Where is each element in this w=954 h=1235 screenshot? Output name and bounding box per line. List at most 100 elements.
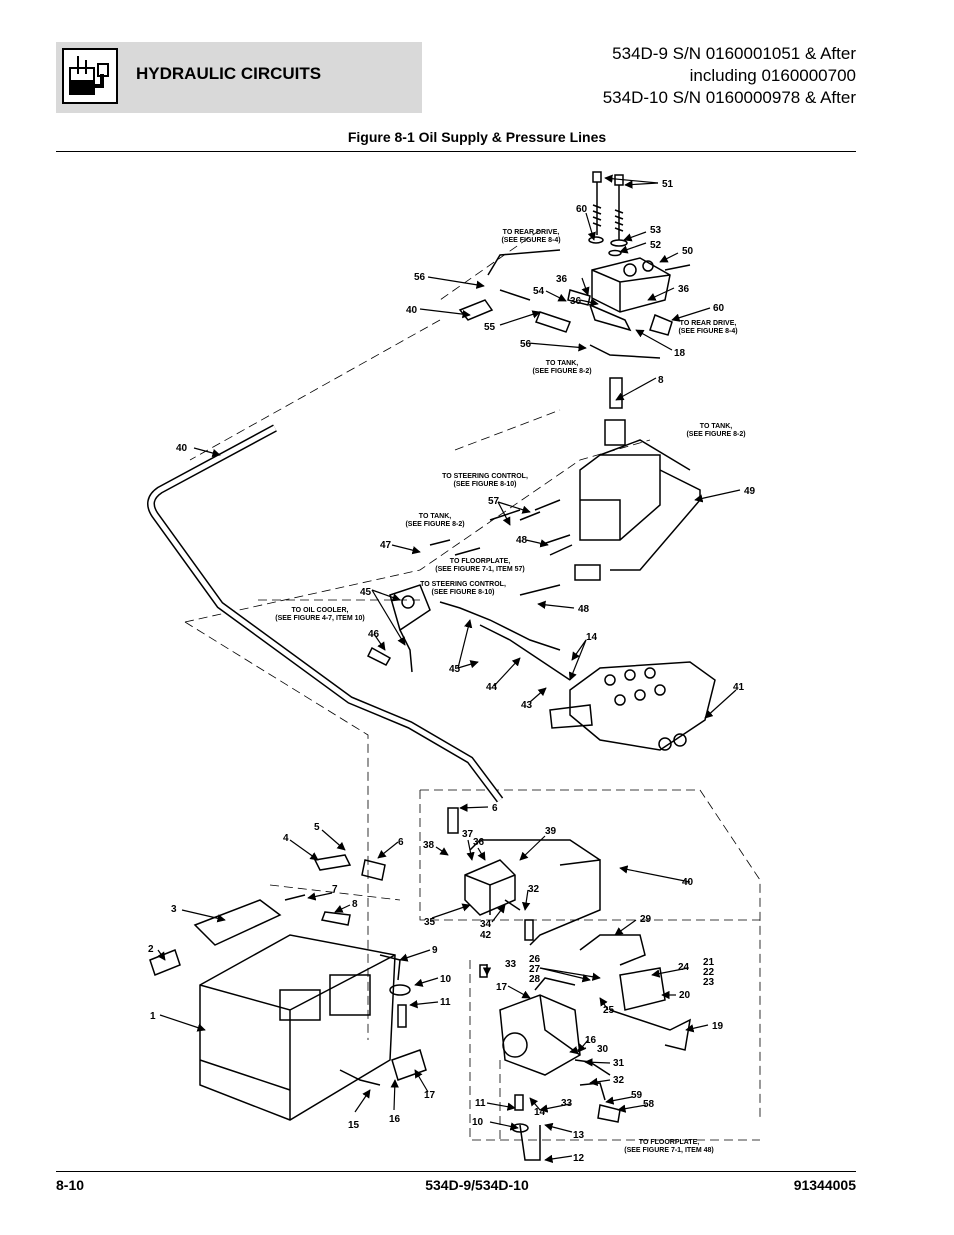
callout-number: 27 bbox=[529, 964, 541, 975]
page-number: 8-10 bbox=[56, 1177, 85, 1193]
callout-number: 32 bbox=[613, 1075, 625, 1086]
callout-number: 7 bbox=[332, 884, 338, 895]
note-floorplate: TO FLOORPLATE, bbox=[639, 1139, 699, 1146]
callout-number: 37 bbox=[462, 829, 474, 840]
callout-number: 34 bbox=[480, 919, 492, 930]
hydraulic-tank-assembly bbox=[149, 854, 427, 1121]
callout-number: 48 bbox=[578, 604, 590, 615]
callout-number: 39 bbox=[545, 826, 557, 837]
callout-number: 2 bbox=[148, 944, 154, 955]
lower-valve-assembly bbox=[447, 807, 601, 946]
note-rear-drive: (SEE FIGURE 8-4) bbox=[678, 328, 737, 335]
figure-title: Figure 8-1 Oil Supply & Pressure Lines bbox=[347, 129, 607, 145]
note-floorplate: (SEE FIGURE 7-1, ITEM 48) bbox=[624, 1147, 713, 1154]
callout-number: 17 bbox=[424, 1090, 436, 1101]
callout-number: 14 bbox=[534, 1107, 546, 1118]
callout-number: 8 bbox=[658, 375, 664, 386]
note-oil-cooler: TO OIL COOLER, bbox=[292, 607, 349, 614]
callout-number: 1 bbox=[150, 1011, 156, 1022]
callout-number: 36 bbox=[678, 284, 690, 295]
callout-number: 32 bbox=[528, 884, 540, 895]
callout-number: 56 bbox=[520, 339, 532, 350]
serial-line: including 0160000700 bbox=[689, 66, 856, 85]
callout-numbers: 51 60 53 52 50 56 36 54 36 36 40 55 60 5… bbox=[148, 179, 756, 1164]
callout-number: 53 bbox=[650, 225, 662, 236]
callout-number: 18 bbox=[674, 348, 686, 359]
control-valve-assembly bbox=[549, 661, 716, 751]
header-divider bbox=[56, 151, 856, 152]
callout-number: 6 bbox=[398, 837, 404, 848]
callout-number: 17 bbox=[496, 982, 508, 993]
note-rear-drive: TO REAR DRIVE, bbox=[503, 229, 560, 236]
callout-leaders bbox=[157, 174, 741, 1164]
footer-divider bbox=[56, 1171, 856, 1172]
callout-number: 42 bbox=[480, 930, 492, 941]
callout-number: 24 bbox=[678, 962, 690, 973]
hydraulic-circuit-icon bbox=[62, 48, 118, 104]
callout-number: 23 bbox=[703, 977, 715, 988]
serial-line: 534D-9 S/N 0160001051 & After bbox=[612, 44, 856, 63]
callout-number: 40 bbox=[176, 443, 188, 454]
callout-number: 3 bbox=[171, 904, 177, 915]
callout-number: 25 bbox=[603, 1005, 615, 1016]
model-number: 534D-9/534D-10 bbox=[425, 1177, 529, 1193]
callout-number: 6 bbox=[492, 803, 498, 814]
note-steering-control: (SEE FIGURE 8-10) bbox=[431, 589, 494, 596]
note-floorplate: (SEE FIGURE 7-1, ITEM 57) bbox=[435, 566, 524, 573]
section-header: HYDRAULIC CIRCUITS bbox=[56, 42, 422, 113]
top-valve-assembly bbox=[458, 171, 691, 359]
callout-number: 31 bbox=[613, 1058, 625, 1069]
callout-number: 60 bbox=[713, 303, 725, 314]
callout-number: 15 bbox=[348, 1120, 360, 1131]
callout-number: 45 bbox=[360, 587, 372, 598]
note-tank: (SEE FIGURE 8-2) bbox=[405, 521, 464, 528]
callout-number: 45 bbox=[449, 664, 461, 675]
callout-number: 41 bbox=[733, 682, 745, 693]
note-tank: TO TANK, bbox=[419, 513, 451, 520]
callout-number: 36 bbox=[473, 837, 485, 848]
callout-number: 29 bbox=[640, 914, 652, 925]
callout-number: 19 bbox=[712, 1021, 724, 1032]
routing-notes: TO REAR DRIVE, (SEE FIGURE 8-4) TO REAR … bbox=[275, 229, 745, 1154]
callout-number: 14 bbox=[586, 632, 598, 643]
callout-number: 52 bbox=[650, 240, 662, 251]
callout-number: 12 bbox=[573, 1153, 585, 1164]
callout-number: 51 bbox=[662, 179, 674, 190]
callout-number: 56 bbox=[414, 272, 426, 283]
callout-number: 10 bbox=[440, 974, 452, 985]
note-floorplate: TO FLOORPLATE, bbox=[450, 558, 510, 565]
callout-number: 48 bbox=[516, 535, 528, 546]
serial-line: 534D-10 S/N 0160000978 & After bbox=[602, 88, 856, 107]
callout-number: 36 bbox=[556, 274, 568, 285]
callout-number: 40 bbox=[406, 305, 418, 316]
note-tank: (SEE FIGURE 8-2) bbox=[532, 368, 591, 375]
note-steering-control: TO STEERING CONTROL, bbox=[442, 473, 528, 480]
callout-number: 50 bbox=[682, 246, 694, 257]
callout-number: 30 bbox=[597, 1044, 609, 1055]
callout-number: 28 bbox=[529, 974, 541, 985]
callout-number: 8 bbox=[352, 899, 358, 910]
document-number: 91344005 bbox=[793, 1177, 856, 1193]
callout-number: 10 bbox=[472, 1117, 484, 1128]
callout-number: 54 bbox=[533, 286, 545, 297]
note-tank: TO TANK, bbox=[700, 423, 732, 430]
callout-number: 55 bbox=[484, 322, 496, 333]
callout-number: 33 bbox=[561, 1098, 573, 1109]
callout-number: 36 bbox=[570, 296, 582, 307]
callout-number: 35 bbox=[424, 917, 436, 928]
callout-number: 16 bbox=[389, 1114, 401, 1125]
callout-number: 21 bbox=[703, 957, 715, 968]
callout-number: 13 bbox=[573, 1130, 585, 1141]
serial-number-block: 534D-9 S/N 0160001051 & After including … bbox=[603, 43, 856, 109]
callout-number: 44 bbox=[486, 682, 498, 693]
callout-number: 57 bbox=[488, 496, 500, 507]
callout-number: 22 bbox=[703, 967, 715, 978]
center-valve-assembly bbox=[429, 377, 701, 596]
callout-number: 49 bbox=[744, 486, 756, 497]
note-tank: (SEE FIGURE 8-2) bbox=[686, 431, 745, 438]
callout-number: 47 bbox=[380, 540, 392, 551]
section-title: HYDRAULIC CIRCUITS bbox=[136, 64, 322, 83]
note-oil-cooler: (SEE FIGURE 4-7, ITEM 10) bbox=[275, 615, 364, 622]
callout-number: 38 bbox=[423, 840, 435, 851]
callout-number: 33 bbox=[505, 959, 517, 970]
